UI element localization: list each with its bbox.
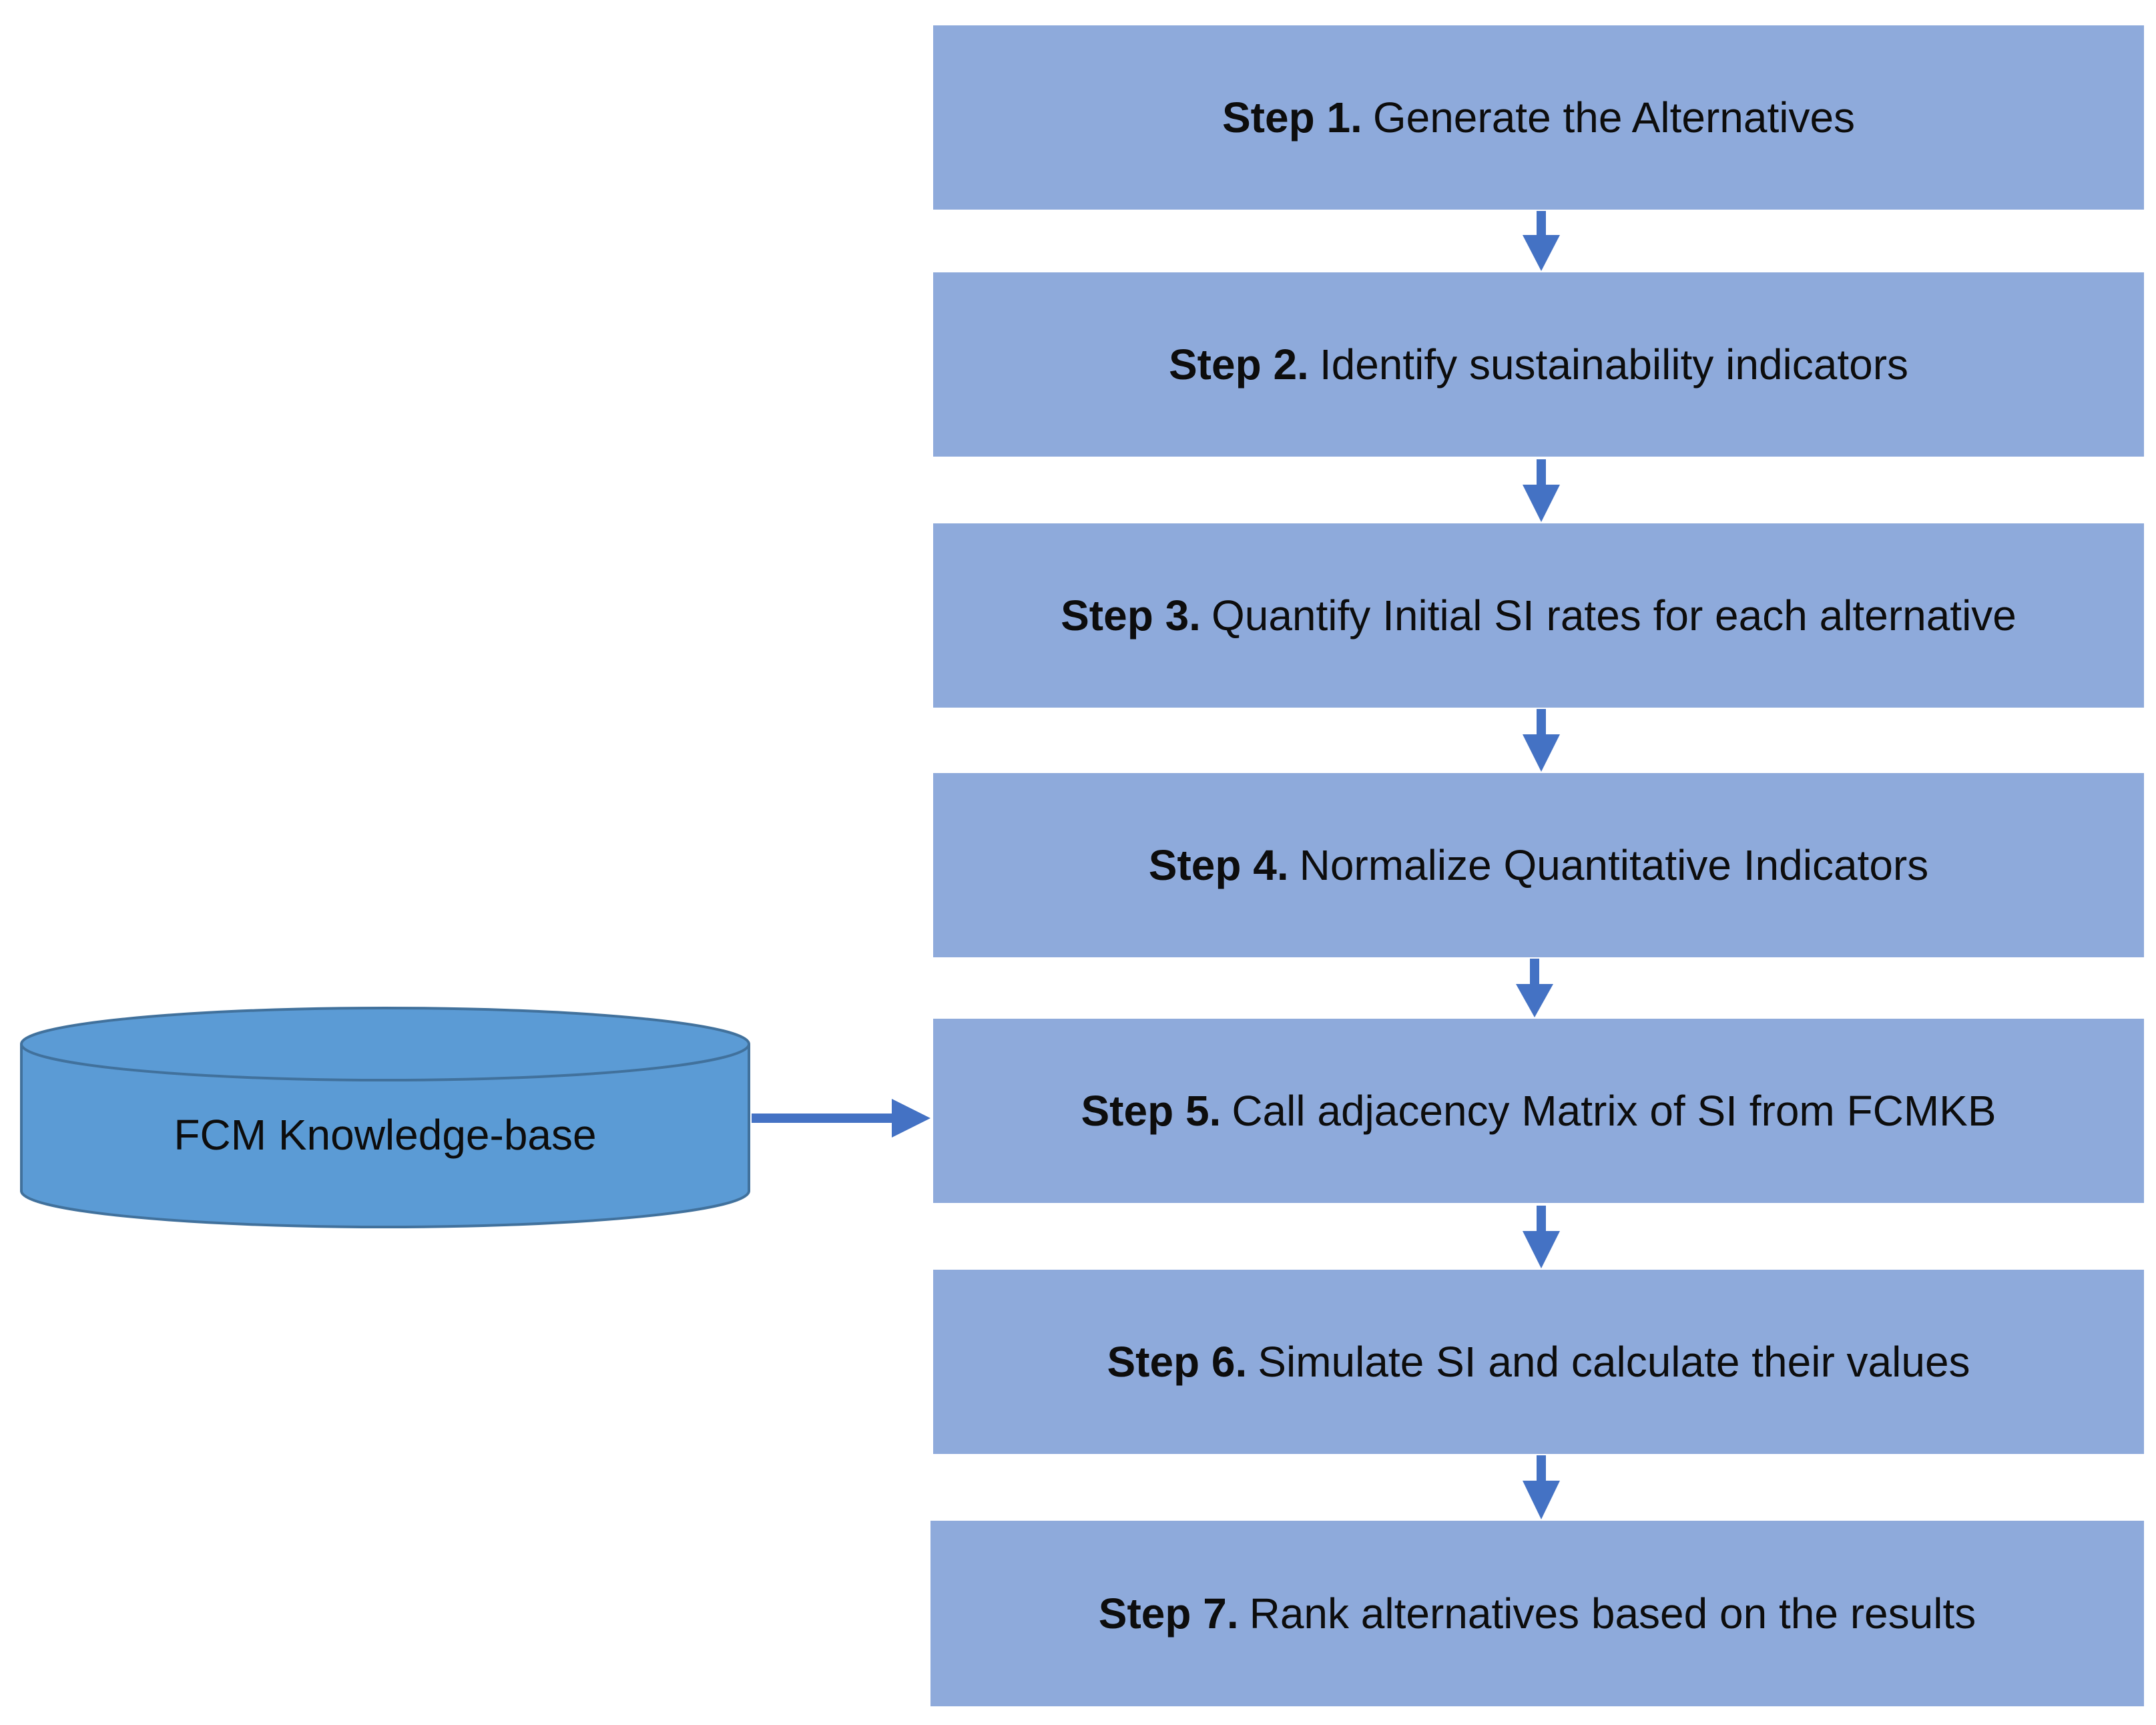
- step-4-number: Step 4.: [1148, 841, 1289, 889]
- step-6-text: Simulate SI and calculate their values: [1258, 1338, 1970, 1386]
- step-5-box: Step 5. Call adjacency Matrix of SI from…: [933, 1019, 2144, 1203]
- step-7-text: Rank alternatives based on the results: [1249, 1589, 1976, 1638]
- step-3-text: Quantify Initial SI rates for each alter…: [1211, 591, 2016, 640]
- step-3-box: Step 3. Quantify Initial SI rates for ea…: [933, 523, 2144, 708]
- step-2-number: Step 2.: [1168, 340, 1309, 389]
- step-5-text: Call adjacency Matrix of SI from FCMKB: [1232, 1087, 1996, 1135]
- step-1-box: Step 1. Generate the Alternatives: [933, 25, 2144, 210]
- step-6-box: Step 6. Simulate SI and calculate their …: [933, 1270, 2144, 1454]
- arrow-step5-to-step6: [1523, 1206, 1560, 1268]
- arrow-step4-to-step5: [1516, 959, 1553, 1017]
- arrow-step3-to-step4: [1523, 709, 1560, 772]
- step-1-number: Step 1.: [1222, 93, 1362, 142]
- step-4-text: Normalize Quantitative Indicators: [1299, 841, 1929, 889]
- step-6-number: Step 6.: [1107, 1338, 1248, 1386]
- arrow-step2-to-step3: [1523, 459, 1560, 522]
- arrow-kb-to-step5: [752, 1099, 930, 1138]
- step-2-box: Step 2. Identify sustainability indicato…: [933, 272, 2144, 457]
- step-4-box: Step 4. Normalize Quantitative Indicator…: [933, 773, 2144, 957]
- cylinder-top: [20, 1007, 750, 1081]
- step-3-number: Step 3.: [1061, 591, 1201, 640]
- step-5-number: Step 5.: [1081, 1087, 1222, 1135]
- step-7-number: Step 7.: [1098, 1589, 1239, 1638]
- arrow-step6-to-step7: [1523, 1455, 1560, 1519]
- arrow-step1-to-step2: [1523, 211, 1560, 271]
- step-7-box: Step 7. Rank alternatives based on the r…: [930, 1521, 2144, 1706]
- step-1-text: Generate the Alternatives: [1372, 93, 1856, 142]
- step-2-text: Identify sustainability indicators: [1319, 340, 1909, 389]
- knowledge-base-label: FCM Knowledge-base: [174, 1111, 597, 1159]
